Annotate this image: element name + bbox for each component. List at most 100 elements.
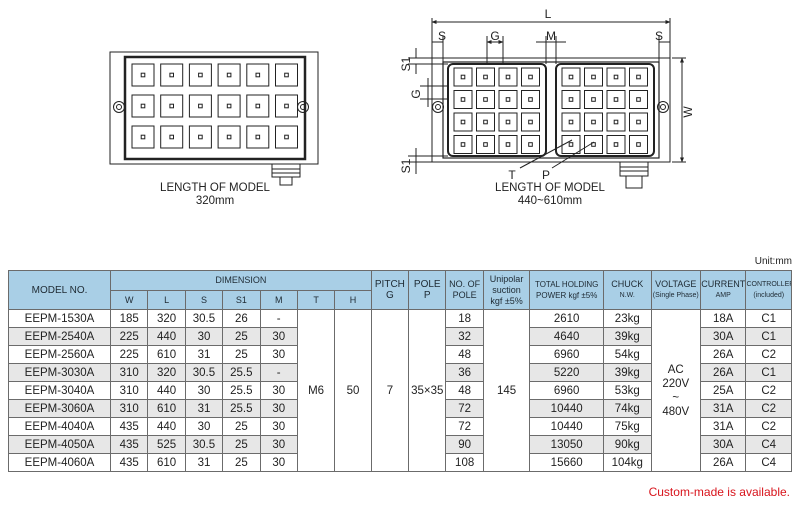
cell-pole-shared: 35×35: [408, 309, 447, 472]
cell-model: EEPM-4060A: [7, 453, 112, 472]
right-drawing-caption: LENGTH OF MODEL 440~610mm: [455, 182, 645, 208]
right-chuck-a-pole-dot: [483, 142, 488, 147]
right-chuck-b-pole-dot: [591, 97, 596, 102]
cell-chuck-weight: 54kg: [603, 345, 652, 364]
right-chuck-a-pole: [521, 112, 540, 132]
header-holding-line1: TOTAL HOLDING: [534, 280, 599, 289]
right-chuck-b-pole: [606, 112, 626, 132]
left-chuck-pole: [160, 94, 184, 118]
cell-holding-power: 6960: [529, 345, 605, 364]
left-chuck-pole: [131, 63, 155, 87]
cell-no-of-pole: 108: [445, 453, 484, 472]
cell-s1: 25.5: [222, 363, 261, 382]
cell-chuck-weight: 104kg: [603, 453, 652, 472]
cell-s: 30: [184, 327, 224, 346]
right-chuck-b-pole: [584, 112, 603, 132]
spec-table: MODEL NO. DIMENSION PITCH G POLE P NO. O…: [7, 270, 792, 472]
cell-no-of-pole: 48: [445, 345, 484, 364]
label-t: T: [508, 168, 516, 182]
cell-controller: C1: [745, 327, 792, 346]
voltage-line-2: 220V: [662, 377, 690, 390]
right-chuck-b-pole-dot: [568, 74, 574, 80]
right-chuck-a-pole: [498, 67, 518, 87]
right-chuck-b-pole: [561, 67, 581, 87]
cell-s: 30.5: [184, 435, 224, 454]
cell-controller: C1: [745, 363, 792, 382]
cell-w: 435: [110, 453, 149, 472]
cell-m: 30: [259, 345, 298, 364]
header-dim-t: T: [296, 290, 336, 310]
cell-model: EEPM-3030A: [7, 363, 112, 382]
cell-w: 310: [110, 381, 149, 400]
right-chuck-b-pole-dot: [568, 119, 574, 125]
cell-s1: 25: [222, 435, 261, 454]
header-pole-label: POLE: [413, 279, 441, 290]
cell-s1: 25.5: [222, 381, 261, 400]
right-chuck-a-pole: [521, 67, 540, 87]
voltage-line-4: 480V: [662, 405, 690, 418]
cell-chuck-weight: 90kg: [603, 435, 652, 454]
cell-current: 30A: [699, 435, 747, 454]
technical-drawings: L S G M S W S1 G S1 T P: [109, 7, 695, 189]
right-chuck-b-pole-dot: [636, 74, 641, 80]
left-chuck-pole-dot: [284, 72, 289, 78]
left-chuck-pole-dot: [226, 103, 232, 109]
left-chuck-pole-dot: [284, 134, 289, 140]
right-chuck-b-pole-dot: [591, 119, 596, 125]
left-chuck-pole: [217, 63, 241, 87]
cell-holding-power: 13050: [529, 435, 605, 454]
cell-chuck-weight: 75kg: [603, 417, 652, 436]
cell-controller: C4: [745, 453, 792, 472]
left-chuck-pole: [188, 94, 212, 118]
right-chuck-a-pole: [453, 90, 473, 109]
cell-s: 30.5: [184, 363, 224, 382]
right-chuck-b-pole: [629, 112, 648, 132]
right-chuck-a-pole: [476, 112, 495, 132]
right-chuck-drawing: [408, 18, 686, 189]
unit-note: Unit:mm: [754, 256, 792, 267]
label-s1-top: S1: [399, 56, 413, 71]
cell-s: 31: [184, 453, 224, 472]
right-chuck-a-pole: [453, 135, 473, 154]
header-unipolar-suction: Unipolar suction kgf ±5%: [482, 270, 531, 310]
right-chuck-a-pole-dot: [528, 119, 533, 125]
cell-no-of-pole: 72: [445, 399, 484, 418]
left-chuck-pole-dot: [140, 72, 146, 78]
right-chuck-a-pole: [476, 90, 495, 109]
header-dimension: DIMENSION: [110, 270, 372, 291]
header-chuck: CHUCK N.W.: [603, 270, 652, 310]
right-chuck-a-pole-dot: [460, 142, 466, 147]
cell-holding-power: 10440: [529, 399, 605, 418]
right-chuck-b-pole: [606, 135, 626, 154]
header-voltage-label: VOLTAGE: [655, 279, 697, 289]
cell-pitch-shared: 7: [370, 309, 410, 472]
cell-m: 30: [259, 327, 298, 346]
right-chuck-b-pole-dot: [636, 119, 641, 125]
cell-model: EEPM-3060A: [7, 399, 112, 418]
header-dim-s1: S1: [222, 290, 261, 310]
left-chuck-drawing: [109, 51, 319, 186]
header-suction-line3: kgf ±5%: [490, 295, 523, 306]
label-l: L: [545, 7, 552, 21]
header-current: CURRENT AMP: [699, 270, 747, 310]
header-no-of-pole: NO. OF POLE: [445, 270, 484, 310]
cell-w: 225: [110, 345, 149, 364]
left-chuck-pole: [188, 63, 212, 87]
right-chuck-a-pole: [498, 112, 518, 132]
right-chuck-a-pole: [476, 135, 495, 154]
cell-model: EEPM-4040A: [7, 417, 112, 436]
right-chuck-a-pole-dot: [483, 119, 488, 125]
header-no-of-pole-line2: POLE: [452, 290, 477, 300]
left-chuck-pole-dot: [255, 134, 261, 140]
cell-current: 18A: [699, 309, 747, 328]
cell-chuck-weight: 53kg: [603, 381, 652, 400]
cell-w: 225: [110, 327, 149, 346]
header-voltage: VOLTAGE (Single Phase): [650, 270, 701, 310]
cell-l: 610: [147, 399, 186, 418]
right-chuck-b-pole: [606, 90, 626, 109]
